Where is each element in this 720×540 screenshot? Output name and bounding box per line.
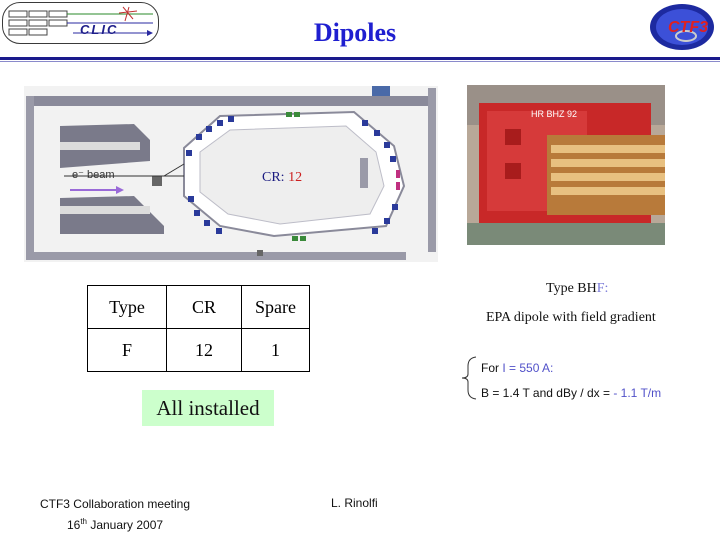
beam-label: e⁻ beam (72, 169, 115, 181)
ctf3-logo-text: CTF3 (668, 19, 708, 36)
field-prefix: B = 1.4 T and dBy / dx = (481, 386, 614, 400)
field-gradient: - 1.1 T/m (613, 386, 662, 400)
footer-day-suffix: th (80, 517, 87, 526)
brace-icon (461, 356, 477, 400)
magnet-type-prefix: Type BH (546, 281, 597, 296)
footer-meeting: CTF3 Collaboration meeting 16th January … (30, 496, 200, 534)
ring-count-label: CR: 12 (262, 170, 302, 186)
table-header-cell: Type (87, 285, 167, 329)
footer-meeting-date: 16th January 2007 (30, 513, 200, 534)
header-rule (0, 57, 720, 60)
table-cell: F (87, 328, 167, 372)
ring-label: CR: (262, 170, 285, 185)
footer-day: 16 (66, 518, 81, 532)
page-title: Dipoles (313, 18, 397, 47)
installed-status-box: All installed (142, 390, 274, 426)
clic-logo-graphic (8, 6, 153, 36)
ring-count-value: 12 (288, 170, 303, 185)
clic-logo (2, 2, 159, 44)
magnet-type-label: Type BHF: (546, 281, 608, 297)
condition-prefix: For (481, 361, 503, 375)
table-cell: 12 (166, 328, 242, 372)
footer-meeting-title: CTF3 Collaboration meeting (39, 497, 191, 511)
dipole-count-table: Type CR Spare F 12 1 (87, 285, 310, 372)
header-rule-thin (0, 61, 720, 62)
current-condition: For I = 550 A: (481, 361, 553, 375)
table-header-cell: Spare (241, 285, 310, 329)
table-header-row: Type CR Spare (87, 285, 310, 329)
table-header-cell: CR (166, 285, 242, 329)
table-row: F 12 1 (87, 328, 310, 372)
magnet-plate-text: HR BHZ 92 (531, 109, 577, 119)
condition-current: I = 550 A: (502, 361, 554, 375)
table-cell: 1 (241, 328, 310, 372)
magnet-type-suffix: F: (596, 281, 609, 296)
ctf3-layout-diagram (24, 86, 438, 262)
dipole-photo: HR BHZ 92 (467, 85, 665, 245)
footer-month-year: January 2007 (86, 518, 164, 532)
clic-logo-text: CLIC (80, 22, 119, 37)
ctf3-logo: CTF3 (648, 2, 716, 52)
field-spec: B = 1.4 T and dBy / dx = - 1.1 T/m (481, 386, 661, 400)
footer-author: L. Rinolfi (331, 496, 378, 510)
magnet-description: EPA dipole with field gradient (486, 310, 656, 325)
